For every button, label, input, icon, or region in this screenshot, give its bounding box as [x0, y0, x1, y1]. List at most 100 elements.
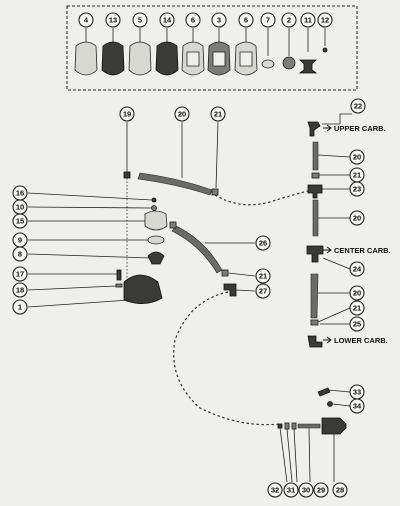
- callout-14: 14: [159, 12, 175, 28]
- kit-diaphragm-14: [155, 41, 179, 76]
- svg-text:26: 26: [259, 239, 267, 248]
- callout-20-top: 20: [174, 106, 190, 122]
- svg-text:29: 29: [317, 486, 325, 495]
- svg-text:27: 27: [259, 287, 267, 296]
- fuel-line-upper: [214, 189, 313, 206]
- callout-6a: 6: [185, 12, 201, 28]
- svg-text:14: 14: [163, 16, 172, 25]
- fitting-22-elbow: [307, 121, 321, 137]
- svg-text:10: 10: [16, 203, 24, 212]
- svg-text:UPPER CARB.: UPPER CARB.: [334, 124, 386, 133]
- callout-10: 10: [12, 199, 28, 215]
- svg-text:6: 6: [244, 16, 248, 25]
- svg-text:3: 3: [217, 16, 221, 25]
- svg-text:30: 30: [302, 486, 310, 495]
- callout-21-lower-right: 21: [349, 300, 365, 316]
- svg-text:21: 21: [259, 272, 267, 281]
- callout-1: 1: [12, 299, 28, 315]
- callout-21-hose-26: 21: [255, 268, 271, 284]
- svg-text:7: 7: [266, 16, 270, 25]
- hose-20-mid-right: [312, 199, 319, 237]
- kit-ring-7: [261, 59, 275, 69]
- callout-32: 32: [267, 482, 283, 498]
- kit-check-valve-11: [298, 59, 318, 74]
- callout-17: 17: [12, 266, 28, 282]
- svg-text:20: 20: [178, 110, 186, 119]
- kit-diaphragm-13: [101, 41, 125, 76]
- fitting-27-elbow: [223, 283, 237, 297]
- pump-spring-16: [151, 197, 157, 203]
- hose-20-top: [137, 172, 213, 196]
- svg-text:11: 11: [304, 16, 312, 25]
- callout-16: 16: [12, 185, 28, 201]
- repair-kit-group: 4 13 5 14 6 3 6 7 2 11 12: [66, 5, 358, 91]
- svg-text:8: 8: [18, 250, 22, 259]
- pump-base-1: [123, 274, 163, 304]
- callout-11: 11: [300, 12, 316, 28]
- callout-9: 9: [12, 232, 28, 248]
- callout-22: 22: [350, 98, 366, 114]
- callout-26: 26: [255, 235, 271, 251]
- connector-28: [321, 417, 347, 435]
- kit-diaphragm-5: [128, 41, 152, 76]
- callout-27: 27: [255, 283, 271, 299]
- repair-kit-box: [66, 5, 358, 91]
- svg-text:24: 24: [353, 265, 362, 274]
- svg-text:16: 16: [16, 189, 24, 198]
- fitting-24-tee: [306, 245, 324, 263]
- svg-text:CENTER CARB.: CENTER CARB.: [334, 246, 391, 255]
- callout-34: 34: [349, 398, 365, 414]
- svg-text:13: 13: [109, 16, 117, 25]
- svg-text:33: 33: [353, 388, 361, 397]
- callout-13: 13: [105, 12, 121, 28]
- svg-text:25: 25: [353, 320, 361, 329]
- callout-29: 29: [313, 482, 329, 498]
- svg-text:2: 2: [287, 16, 291, 25]
- callout-15: 15: [12, 213, 28, 229]
- pump-fitting-right: [169, 221, 177, 229]
- svg-text:4: 4: [84, 16, 89, 25]
- callout-7: 7: [260, 12, 276, 28]
- callout-2: 2: [281, 12, 297, 28]
- svg-text:LOWER CARB.: LOWER CARB.: [334, 336, 388, 345]
- callout-23: 23: [349, 181, 365, 197]
- callout-21-upper-right: 21: [349, 167, 365, 183]
- svg-text:15: 15: [16, 217, 24, 226]
- svg-text:22: 22: [354, 102, 362, 111]
- callout-33: 33: [349, 384, 365, 400]
- hose-20-upper-right: [312, 141, 319, 171]
- callout-6b: 6: [238, 12, 254, 28]
- svg-text:12: 12: [321, 16, 329, 25]
- kit-leaders: [85, 28, 326, 56]
- callout-28: 28: [332, 482, 348, 498]
- svg-text:21: 21: [353, 171, 361, 180]
- fitting-34: [327, 401, 333, 407]
- clamp-21-upper-right: [311, 172, 320, 179]
- kit-valve-2: [282, 56, 296, 70]
- svg-text:6: 6: [191, 16, 195, 25]
- hose-29: [297, 423, 321, 429]
- part-32: [277, 423, 283, 429]
- part-31: [284, 422, 290, 430]
- svg-text:34: 34: [353, 402, 362, 411]
- pump-ring-9: [147, 235, 165, 245]
- clamp-21-hose-26: [221, 269, 229, 277]
- hose-26: [171, 225, 223, 274]
- callout-25: 25: [349, 316, 365, 332]
- part-30: [291, 422, 297, 430]
- pump-screw-19: [123, 171, 131, 179]
- main-leaders: [27, 113, 352, 483]
- kit-ball-12: [322, 47, 328, 53]
- kit-gasket-3: [207, 41, 231, 76]
- callout-19: 19: [119, 106, 135, 122]
- fitting-33: [317, 387, 331, 397]
- svg-text:23: 23: [353, 185, 361, 194]
- callout-20-lower-right: 20: [349, 285, 365, 301]
- svg-text:18: 18: [16, 286, 24, 295]
- callout-18: 18: [12, 282, 28, 298]
- svg-text:20: 20: [353, 153, 361, 162]
- fitting-25-elbow: [307, 335, 323, 348]
- fitting-23-tee: [307, 184, 323, 199]
- callout-20-mid-right: 20: [349, 210, 365, 226]
